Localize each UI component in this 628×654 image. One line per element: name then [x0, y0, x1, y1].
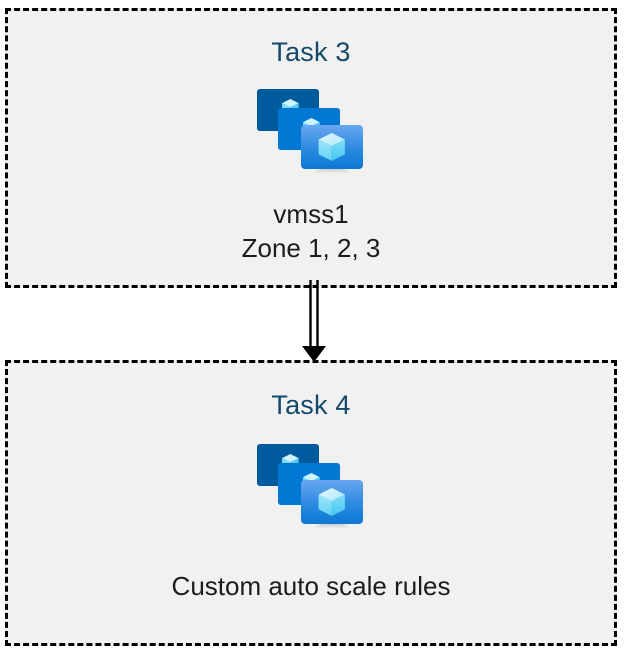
caption-line: vmss1 — [273, 199, 349, 229]
caption-line: Zone 1, 2, 3 — [241, 233, 381, 263]
azure-virtual-machine-scale-set-icon — [257, 89, 363, 173]
task-node-task-3[interactable]: Task 3 — [5, 8, 617, 288]
azure-virtual-machine-scale-set-icon — [257, 444, 363, 528]
caption-line: Custom auto scale rules — [171, 571, 451, 601]
task-caption: Custom auto scale rules — [172, 569, 451, 603]
monitor-front-shape — [301, 125, 363, 169]
task-node-task-4[interactable]: Task 4 — [5, 360, 617, 646]
task-title: Task 4 — [271, 390, 351, 420]
connector-arrow-task3-to-task4 — [302, 280, 326, 362]
task-caption: vmss1 Zone 1, 2, 3 — [242, 197, 381, 265]
task-title: Task 3 — [271, 37, 351, 67]
monitor-front-shape — [301, 480, 363, 524]
